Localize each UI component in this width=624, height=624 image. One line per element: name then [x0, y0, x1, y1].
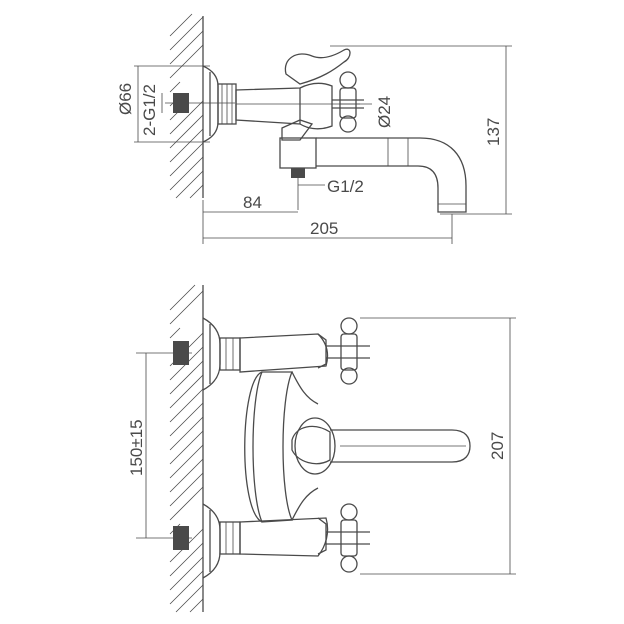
handle-cross-upper — [317, 317, 370, 385]
wall-hatching-top — [169, 13, 204, 199]
dim-diameter-66: Ø66 — [116, 83, 135, 115]
dim-thread-2g12: 2-G1/2 — [140, 84, 159, 136]
spout-top — [316, 137, 467, 213]
body-front — [239, 333, 329, 373]
wall-hatching-front — [169, 284, 204, 613]
dim-offset-84: 84 — [243, 193, 262, 212]
handle-cross-top — [332, 71, 364, 133]
dim-height-207: 207 — [488, 432, 507, 460]
dim-diameter-24: Ø24 — [375, 96, 394, 128]
front-view: 150±15 207 — [127, 284, 516, 613]
body-center — [252, 371, 293, 523]
flange-upper — [202, 317, 221, 391]
dim-length-205: 205 — [310, 219, 338, 238]
handle-cross-lower — [317, 503, 370, 573]
flange-lower — [202, 503, 221, 579]
dim-height-137: 137 — [484, 118, 503, 146]
spout-front — [330, 429, 471, 463]
lever-top — [284, 48, 351, 85]
dim-thread-g12: G1/2 — [327, 177, 364, 196]
dim-centers-150: 150±15 — [127, 419, 146, 476]
body-top — [235, 82, 333, 130]
diverter-knob — [294, 417, 336, 475]
side-view: Ø66 2-G1/2 Ø24 137 G1/2 84 205 — [116, 13, 512, 244]
